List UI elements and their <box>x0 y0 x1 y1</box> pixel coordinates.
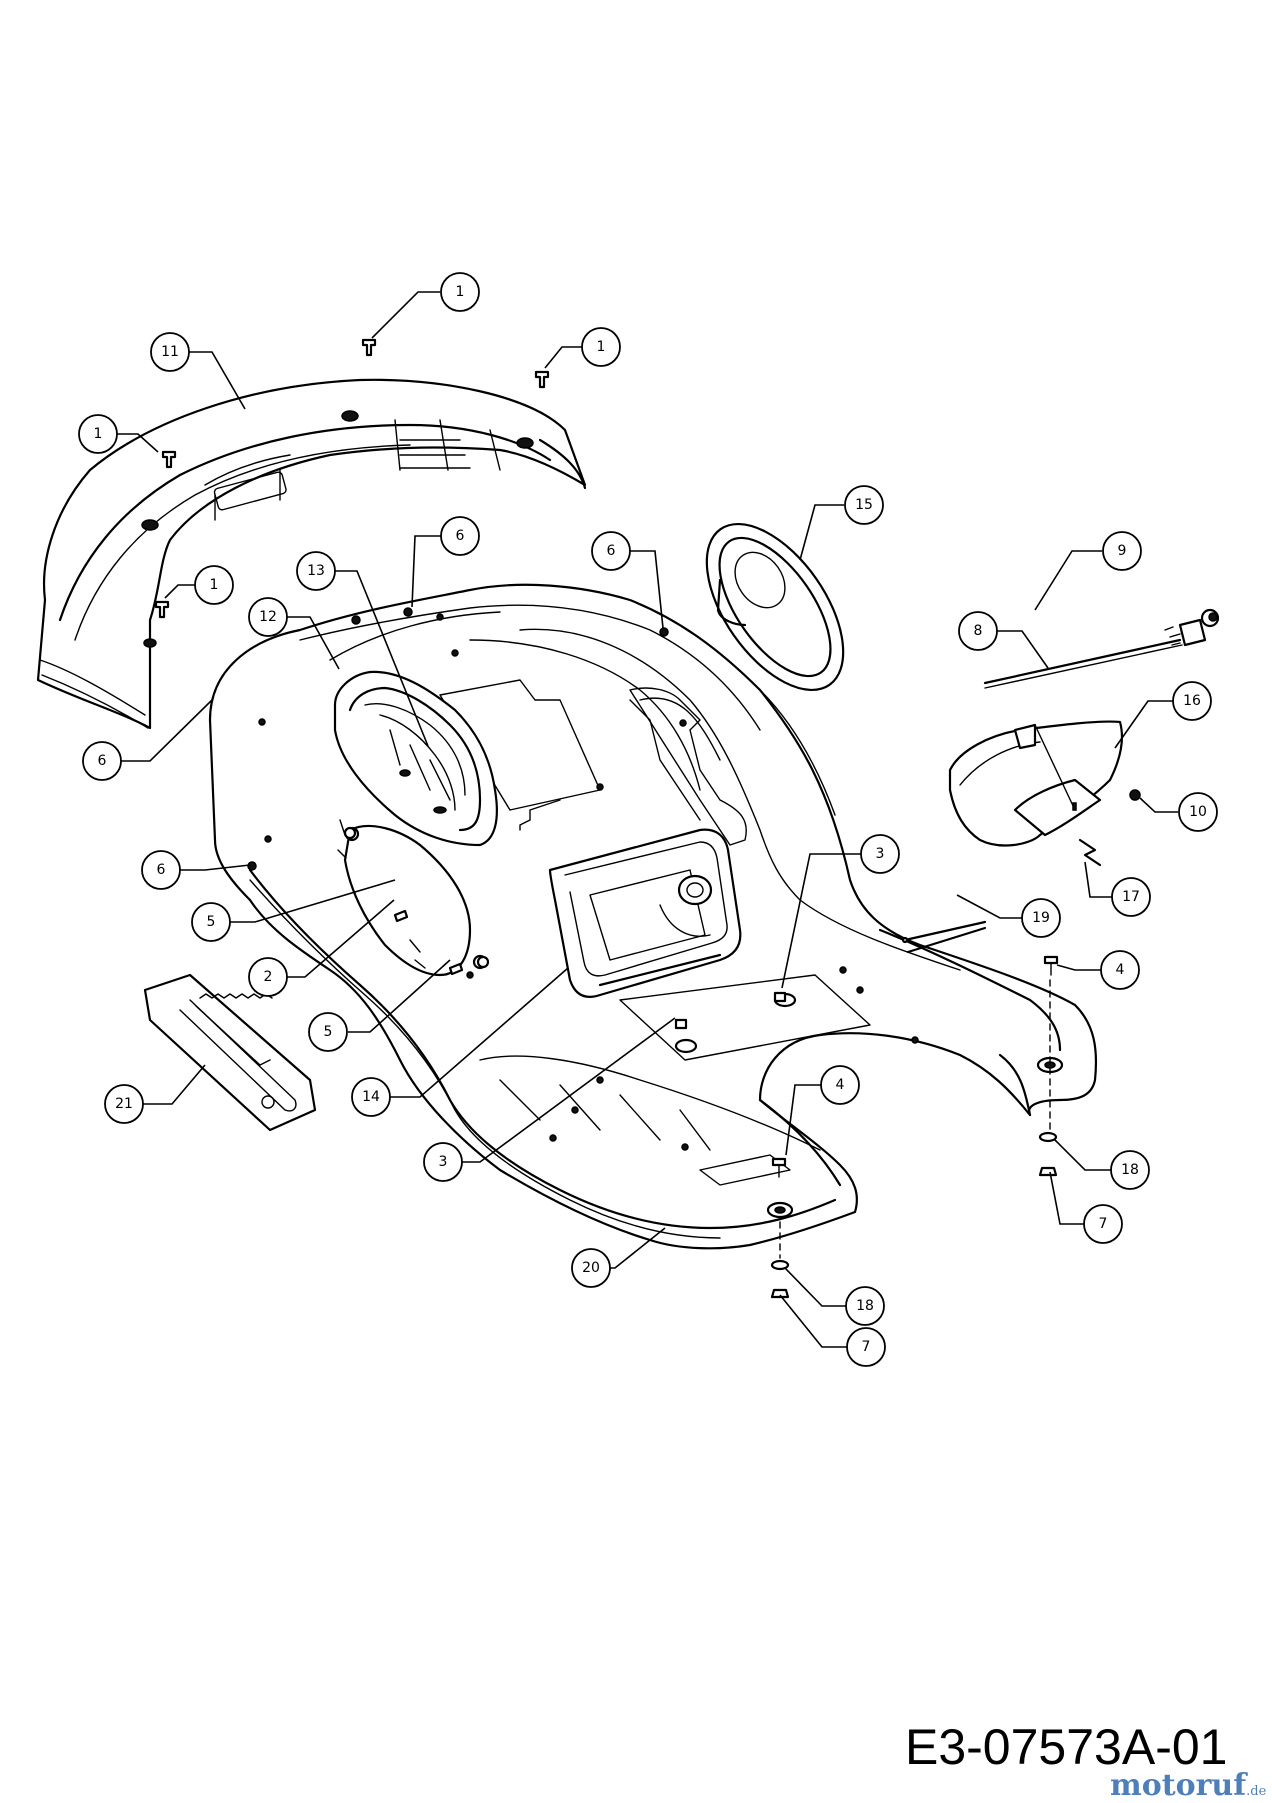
callout-11: 11 <box>150 332 190 372</box>
small-hardware <box>247 607 1141 1299</box>
callout-5b: 5 <box>308 1012 348 1052</box>
diagram-code: E3-07573A-01 <box>905 1719 1228 1775</box>
svg-text:4: 4 <box>836 1077 845 1093</box>
svg-text:8: 8 <box>974 623 983 639</box>
part-12-13-dash <box>333 670 498 847</box>
leader-lines <box>109 291 1178 1348</box>
callout-20: 20 <box>571 1248 611 1288</box>
callout-1d: 1 <box>194 565 234 605</box>
svg-text:3: 3 <box>876 846 885 862</box>
svg-text:5: 5 <box>207 914 216 930</box>
callout-6a: 6 <box>440 516 480 556</box>
callout-1b: 1 <box>581 327 621 367</box>
part-11-rear-fender <box>36 378 587 730</box>
callout-6d: 6 <box>141 850 181 890</box>
svg-text:1: 1 <box>210 577 219 593</box>
callout-2: 2 <box>248 957 288 997</box>
part-19-rod <box>906 926 987 954</box>
callout-4b: 4 <box>820 1065 860 1105</box>
callout-18a: 18 <box>1110 1150 1150 1190</box>
svg-text:6: 6 <box>607 543 616 559</box>
callout-7a: 7 <box>1083 1204 1123 1244</box>
svg-text:2: 2 <box>264 969 273 985</box>
callouts: 1 1 1 1 2 3 3 4 4 5 5 6 6 6 6 7 7 8 9 10… <box>78 272 1218 1367</box>
watermark-logo: motoruf.de <box>1110 1768 1266 1803</box>
callout-1a: 1 <box>440 272 480 312</box>
watermark-main: motoruf <box>1110 1768 1247 1803</box>
callout-7b: 7 <box>846 1327 886 1367</box>
svg-text:15: 15 <box>855 497 873 513</box>
svg-text:19: 19 <box>1032 910 1050 926</box>
part-1-screws <box>154 338 550 619</box>
callout-6c: 6 <box>82 741 122 781</box>
svg-text:10: 10 <box>1189 804 1207 820</box>
callout-15: 15 <box>844 485 884 525</box>
svg-text:7: 7 <box>862 1339 871 1355</box>
callout-16: 16 <box>1172 681 1212 721</box>
callout-10: 10 <box>1178 792 1218 832</box>
svg-text:6: 6 <box>98 753 107 769</box>
callout-3a: 3 <box>860 834 900 874</box>
callout-4a: 4 <box>1100 950 1140 990</box>
svg-text:11: 11 <box>161 344 179 360</box>
svg-text:1: 1 <box>456 284 465 300</box>
svg-text:21: 21 <box>115 1096 133 1112</box>
svg-text:3: 3 <box>439 1154 448 1170</box>
svg-text:17: 17 <box>1122 889 1140 905</box>
callout-9: 9 <box>1102 531 1142 571</box>
callout-14: 14 <box>351 1077 391 1117</box>
part-8-9-cable <box>983 608 1220 689</box>
svg-text:18: 18 <box>1121 1162 1139 1178</box>
svg-text:1: 1 <box>94 426 103 442</box>
callout-21: 21 <box>104 1084 144 1124</box>
part-side-plate <box>337 819 488 977</box>
part-15-cover <box>705 522 845 692</box>
svg-text:9: 9 <box>1118 543 1127 559</box>
part-14-tray <box>548 828 742 998</box>
part-16-17-panel <box>948 720 1124 867</box>
svg-text:4: 4 <box>1116 962 1125 978</box>
callout-12: 12 <box>248 597 288 637</box>
svg-text:18: 18 <box>856 1298 874 1314</box>
callout-6b: 6 <box>591 531 631 571</box>
svg-text:5: 5 <box>324 1024 333 1040</box>
callout-1c: 1 <box>78 414 118 454</box>
callout-5a: 5 <box>191 902 231 942</box>
callout-3b: 3 <box>423 1142 463 1182</box>
watermark-tld: .de <box>1246 1784 1267 1799</box>
svg-text:20: 20 <box>582 1260 600 1276</box>
svg-text:14: 14 <box>362 1089 380 1105</box>
callout-17: 17 <box>1111 877 1151 917</box>
svg-text:16: 16 <box>1183 693 1201 709</box>
svg-text:6: 6 <box>456 528 465 544</box>
svg-text:6: 6 <box>157 862 166 878</box>
svg-text:13: 13 <box>307 563 325 579</box>
svg-text:1: 1 <box>597 339 606 355</box>
callout-19: 19 <box>1021 898 1061 938</box>
callout-8: 8 <box>958 611 998 651</box>
svg-text:12: 12 <box>259 609 277 625</box>
callout-18b: 18 <box>845 1286 885 1326</box>
part-21-plate <box>143 973 317 1132</box>
callout-13: 13 <box>296 551 336 591</box>
svg-text:7: 7 <box>1099 1216 1108 1232</box>
